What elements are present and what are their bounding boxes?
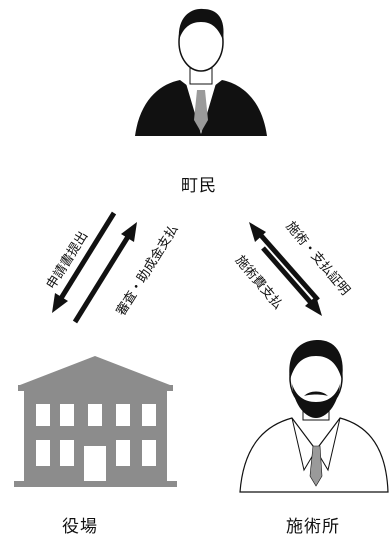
citizen-icon — [135, 8, 267, 136]
clinic-label: 施術所 — [286, 517, 340, 537]
arrow-citizen-to-clinic — [261, 246, 322, 316]
arrow-citizen-to-office — [52, 211, 117, 313]
citizen-label: 町民 — [181, 176, 217, 196]
arrow-clinic-to-citizen — [249, 222, 320, 302]
office-label: 役場 — [62, 517, 98, 537]
office-building-icon — [14, 356, 177, 487]
arrow-office-to-citizen — [72, 222, 137, 324]
practitioner-icon — [239, 340, 389, 493]
